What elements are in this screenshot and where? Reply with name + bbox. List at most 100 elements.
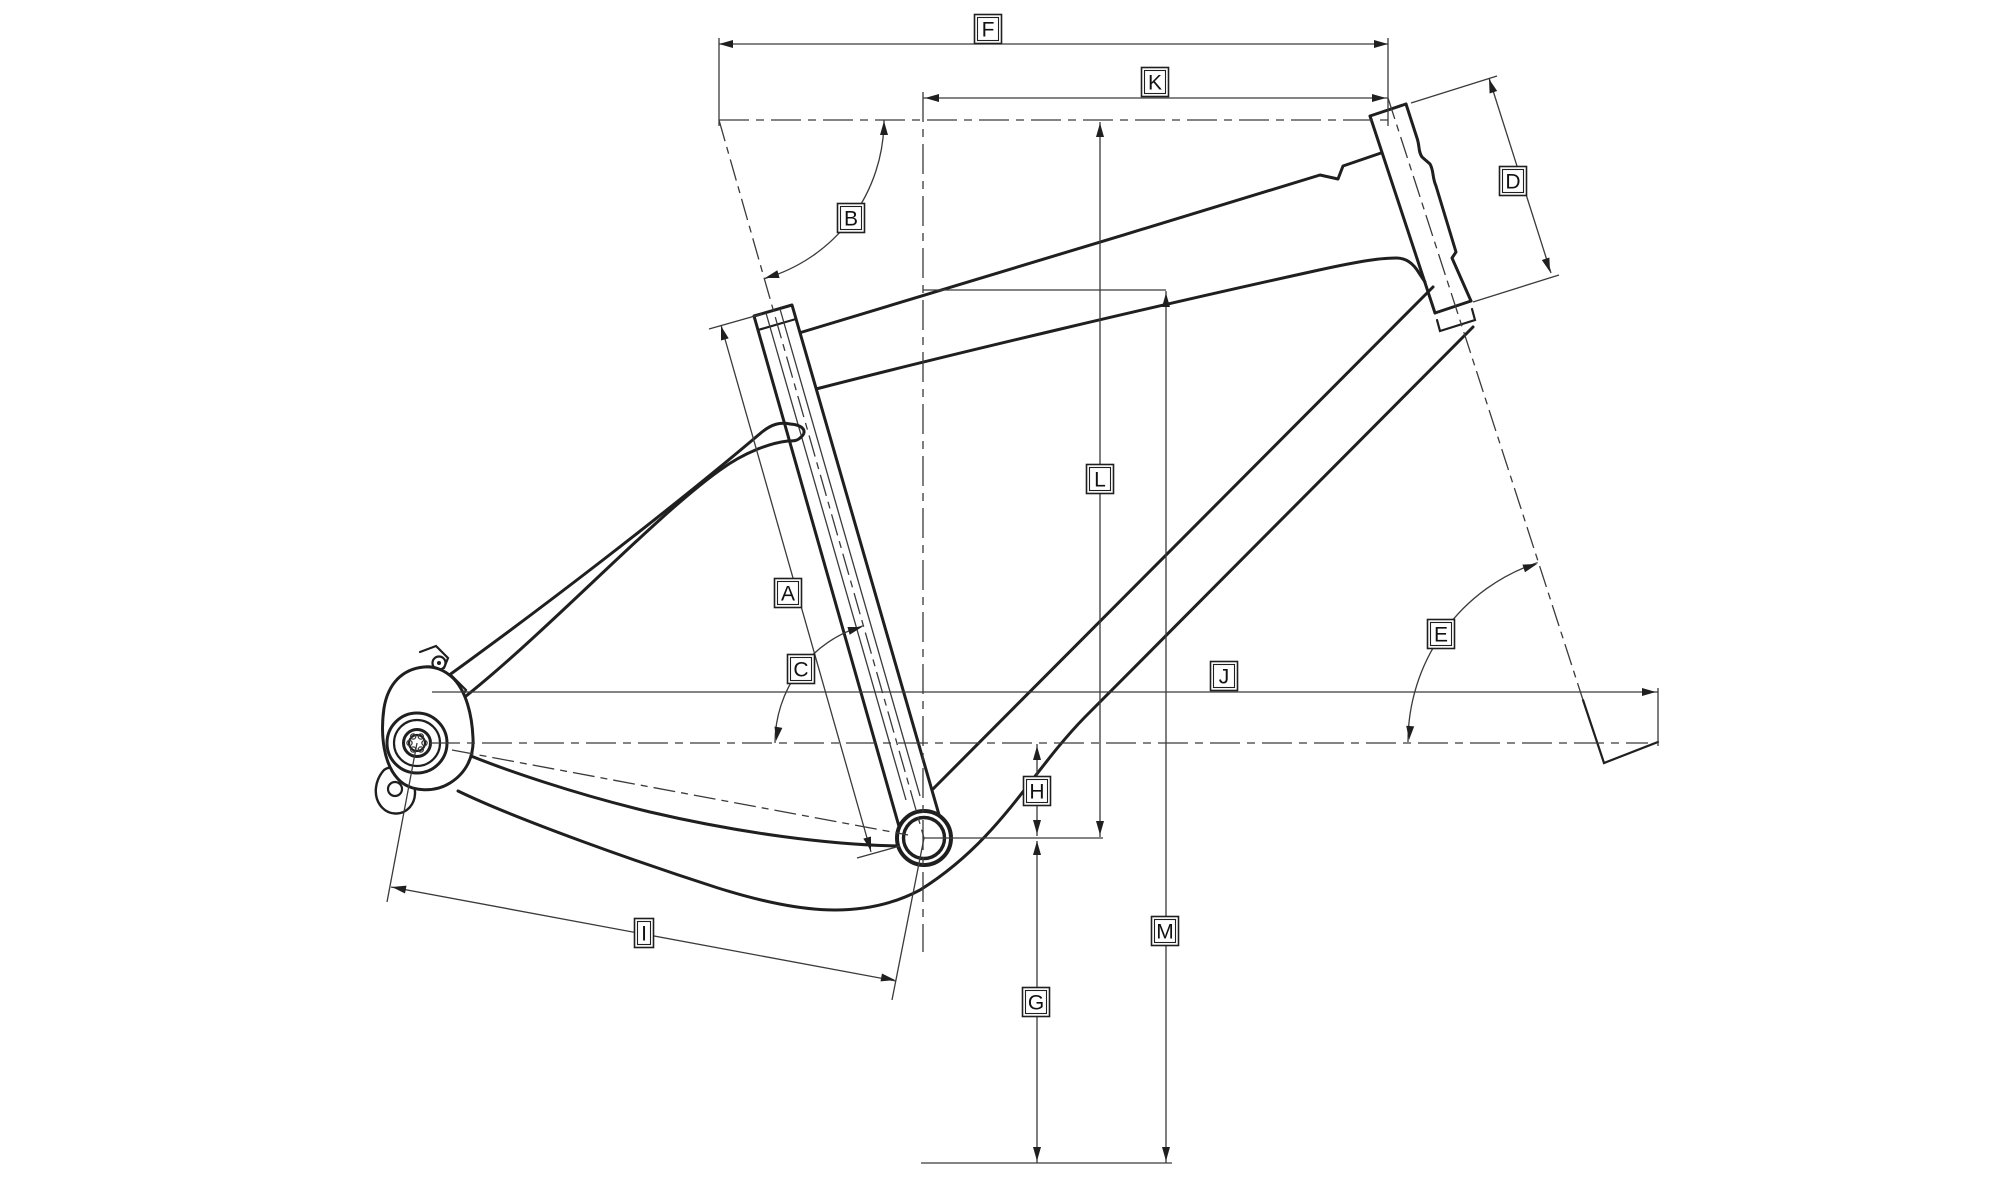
label-box-inner (1024, 989, 1048, 1015)
dim-D-ext-top (1410, 75, 1498, 104)
top-tube-lower-edge (814, 256, 1427, 391)
torx-lobe (417, 746, 425, 753)
label-box-inner (1212, 663, 1236, 689)
label-box (836, 202, 866, 234)
top-tube (797, 151, 1427, 391)
label-box (773, 577, 803, 609)
seat-tube-inner-wall-left (765, 312, 907, 801)
label-text-J: J (1219, 666, 1230, 689)
label-box-inner (789, 656, 813, 682)
dim-label-A: A (773, 577, 803, 609)
label-text-M: M (1156, 921, 1174, 944)
rear-dropout (374, 644, 475, 815)
dim-E-arc (1407, 561, 1538, 743)
arrow-E-end (1522, 564, 1537, 573)
dim-label-C: C (786, 653, 816, 685)
arrow-C-start (774, 726, 783, 741)
arrow-G-bottom (1033, 1147, 1041, 1161)
axle-torx-ring (407, 733, 427, 753)
head-tube-bottom-face (1433, 299, 1473, 315)
arrow-A-bottom (863, 836, 871, 851)
torx-lobe (421, 739, 428, 747)
arrow-I-left (392, 885, 407, 894)
arrow-B-start (880, 121, 888, 135)
label-box-inner (1429, 621, 1453, 647)
arrow-J-right (1642, 688, 1656, 696)
dim-label-E: E (1426, 618, 1456, 650)
dim-F (718, 38, 1389, 126)
label-box (1150, 915, 1180, 947)
dim-M (923, 289, 1167, 1163)
dim-label-I: I (633, 917, 655, 949)
dim-label-K: K (1140, 66, 1170, 98)
dim-label-B: B (836, 202, 866, 234)
arrow-B-end (765, 270, 780, 278)
chainstay-upper-edge (464, 752, 902, 848)
torx-lobe (417, 733, 425, 740)
seat-stay-tip-cap (786, 422, 806, 443)
dim-D-ext-bottom (1472, 274, 1560, 303)
dim-label-L: L (1085, 463, 1115, 495)
label-box-inner (1088, 466, 1112, 492)
label-box (1085, 463, 1115, 495)
dimension-labels: F K D B A C E (633, 13, 1528, 1018)
arrow-I-right (880, 973, 895, 982)
label-box (973, 13, 1003, 45)
head-tube-axis (1387, 97, 1584, 701)
dim-I-ext-bb (891, 837, 925, 1001)
seat-tube-axis (718, 119, 925, 839)
label-box-inner (1501, 168, 1525, 194)
down-tube (456, 285, 1475, 912)
seat-tube-inner-wall-right (779, 308, 921, 797)
arrow-F-left (719, 40, 733, 48)
arrow-L-top (1096, 123, 1104, 137)
dim-A-ext-bottom (856, 845, 901, 859)
chainstay-centerline (451, 749, 909, 836)
dim-D (1410, 75, 1560, 303)
label-text-G: G (1028, 992, 1044, 1015)
seat-stay-upper-edge (428, 421, 792, 691)
arrow-M-top (1162, 293, 1170, 307)
label-box (1426, 618, 1456, 650)
dim-B-arc (764, 119, 885, 280)
arrow-F-right (1374, 40, 1388, 48)
derailleur-hanger-hole (386, 780, 404, 798)
centerlines (430, 92, 1648, 952)
label-box (1209, 660, 1239, 692)
label-text-A: A (781, 583, 795, 606)
arrow-M-bottom (1162, 1147, 1170, 1161)
label-text-B: B (844, 208, 858, 231)
top-tube-upper-edge (797, 151, 1383, 335)
arrow-D-bottom (1541, 257, 1550, 272)
arrow-L-bottom (1096, 821, 1104, 835)
label-box-inner (839, 205, 863, 231)
head-tube-crown-step (1435, 307, 1477, 333)
label-box (1498, 165, 1528, 197)
label-box-inner (1143, 69, 1167, 95)
fork-tip (1581, 698, 1660, 765)
seat-stay-mount-hole-center (437, 661, 441, 665)
dim-label-H: H (1022, 775, 1052, 807)
label-box-inner (1153, 918, 1177, 944)
label-box (1140, 66, 1170, 98)
label-box-inner (636, 920, 652, 946)
label-box-inner (1025, 778, 1049, 804)
arrow-A-top (721, 326, 729, 341)
dim-label-F: F (973, 13, 1003, 45)
arrow-K-right (1372, 94, 1386, 102)
down-tube-upper-edge (931, 285, 1435, 791)
dim-label-G: G (1021, 986, 1051, 1018)
label-box (1021, 986, 1051, 1018)
label-box (633, 917, 655, 949)
dim-I-ext-rear (386, 742, 418, 903)
label-text-E: E (1434, 624, 1448, 647)
dim-A-ext-top (708, 313, 763, 330)
label-box (1022, 775, 1052, 807)
label-text-D: D (1505, 171, 1520, 194)
frame-outline (374, 102, 1660, 912)
seat-stay (428, 421, 806, 709)
label-box (786, 653, 816, 685)
axle-torx-lobes (406, 733, 428, 753)
